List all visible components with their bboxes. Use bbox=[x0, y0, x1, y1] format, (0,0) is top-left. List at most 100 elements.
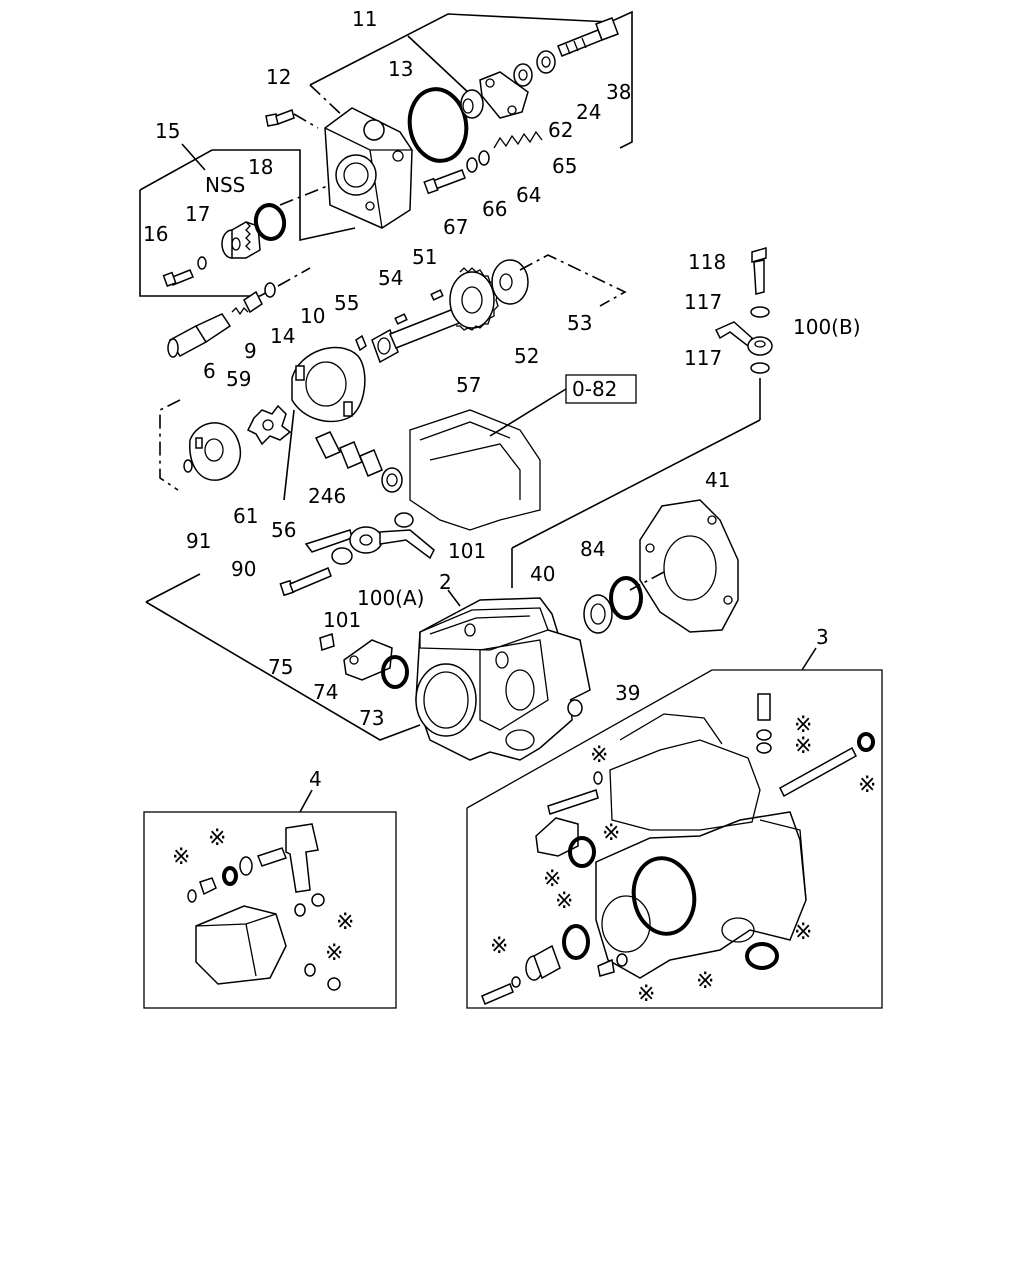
kit4-housing bbox=[195, 823, 319, 985]
callout-6: 6 bbox=[203, 359, 216, 383]
callouts: 11 12 13 15 16 17 NSS 18 38 24 62 65 64 … bbox=[143, 7, 861, 791]
shaft-parts bbox=[167, 254, 627, 364]
vane-pump-parts bbox=[159, 346, 403, 501]
callout-24: 24 bbox=[576, 100, 601, 124]
callout-117a: 117 bbox=[684, 290, 722, 314]
callout-117b: 117 bbox=[684, 346, 722, 370]
kit-marker: ※ bbox=[336, 910, 354, 935]
drive-shaft-57 bbox=[371, 307, 463, 364]
key-54 bbox=[394, 313, 408, 325]
washer-17 bbox=[197, 256, 207, 270]
callout-51: 51 bbox=[412, 245, 437, 269]
washer-117-top bbox=[750, 306, 770, 318]
callout-65: 65 bbox=[552, 154, 577, 178]
valve-14 bbox=[243, 290, 263, 314]
washer-101-upper bbox=[394, 512, 414, 528]
spring-9 bbox=[231, 306, 249, 316]
kit3-fitting bbox=[525, 944, 561, 981]
bushing-11 bbox=[460, 89, 484, 119]
reference-pump-outline bbox=[409, 409, 541, 531]
callout-nss: NSS bbox=[205, 173, 245, 197]
callout-66: 66 bbox=[482, 197, 507, 221]
callout-100a: 100(A) bbox=[357, 586, 424, 610]
nss-fitting bbox=[221, 221, 261, 259]
kit-marker: ※ bbox=[794, 734, 812, 759]
callout-15: 15 bbox=[155, 119, 180, 143]
callout-4: 4 bbox=[309, 767, 322, 791]
callout-100b: 100(B) bbox=[793, 315, 861, 339]
kit-marker: ※ bbox=[794, 713, 812, 738]
kit-marker: ※ bbox=[794, 920, 812, 945]
callout-16: 16 bbox=[143, 222, 168, 246]
kit-marker: ※ bbox=[590, 743, 608, 768]
callout-13: 13 bbox=[388, 57, 413, 81]
callout-10: 10 bbox=[300, 304, 325, 328]
washer-117-bottom bbox=[750, 362, 770, 374]
clip-55 bbox=[355, 334, 367, 352]
washer-66 bbox=[466, 157, 478, 173]
callout-56: 56 bbox=[271, 518, 296, 542]
o-ring-91 bbox=[183, 459, 193, 473]
kit-marker: ※ bbox=[555, 889, 573, 914]
cam-ring-56 bbox=[291, 346, 366, 423]
washer-24 bbox=[513, 63, 533, 87]
bolt-75 bbox=[319, 633, 335, 651]
plug-39 bbox=[567, 699, 583, 717]
o-ring-18 bbox=[253, 203, 287, 241]
callout-55: 55 bbox=[334, 291, 359, 315]
kit-marker: ※ bbox=[208, 826, 226, 851]
kit-marker: ※ bbox=[858, 773, 876, 798]
callout-9: 9 bbox=[244, 339, 257, 363]
banjo-100b bbox=[714, 321, 773, 356]
callout-3: 3 bbox=[816, 625, 829, 649]
callout-73: 73 bbox=[359, 706, 384, 730]
washer-10 bbox=[264, 282, 276, 298]
callout-54: 54 bbox=[378, 266, 403, 290]
callout-41: 41 bbox=[705, 468, 730, 492]
end-plate-61 bbox=[189, 422, 241, 481]
cover-assembly-11 bbox=[265, 10, 633, 229]
callout-52: 52 bbox=[514, 344, 539, 368]
o-ring-13 bbox=[407, 87, 469, 163]
callout-12: 12 bbox=[266, 65, 291, 89]
pump-body-2 bbox=[145, 499, 739, 761]
callout-101b: 101 bbox=[323, 608, 361, 632]
kit4-oring bbox=[222, 866, 238, 886]
kit-marker: ※ bbox=[602, 821, 620, 846]
kit-marker: ※ bbox=[637, 982, 655, 1007]
callout-101a: 101 bbox=[448, 539, 486, 563]
washer-38 bbox=[536, 50, 556, 74]
bolt-118 bbox=[751, 247, 767, 295]
o-ring-73 bbox=[381, 655, 409, 689]
kit-marker: ※ bbox=[696, 969, 714, 994]
callout-61: 61 bbox=[233, 504, 258, 528]
kit-markers: ※ ※ ※ ※ ※ ※ ※ ※ ※ ※ ※ ※ ※ ※ ※ bbox=[172, 713, 876, 1007]
callout-38: 38 bbox=[606, 80, 631, 104]
callout-90: 90 bbox=[231, 557, 256, 581]
plate-74 bbox=[343, 639, 393, 681]
callout-246: 246 bbox=[308, 484, 346, 508]
gear-52 bbox=[449, 267, 499, 331]
callout-57: 57 bbox=[456, 373, 481, 397]
fitting-6 bbox=[167, 313, 232, 358]
kit-box-4 bbox=[143, 789, 397, 1009]
callout-2: 2 bbox=[439, 570, 452, 594]
callout-118: 118 bbox=[688, 250, 726, 274]
callout-40: 40 bbox=[530, 562, 555, 586]
callout-67: 67 bbox=[443, 215, 468, 239]
callout-17: 17 bbox=[185, 202, 210, 226]
banjo-100a bbox=[304, 526, 435, 560]
callout-53: 53 bbox=[567, 311, 592, 335]
callout-11: 11 bbox=[352, 7, 377, 31]
key-51 bbox=[430, 289, 444, 301]
callout-59: 59 bbox=[226, 367, 251, 391]
rotor-59 bbox=[246, 404, 292, 446]
callout-64: 64 bbox=[516, 183, 541, 207]
washer-101-lower bbox=[331, 547, 353, 565]
kit-marker: ※ bbox=[490, 934, 508, 959]
kit-marker: ※ bbox=[325, 941, 343, 966]
callout-91: 91 bbox=[186, 529, 211, 553]
callout-39: 39 bbox=[615, 681, 640, 705]
kit-marker: ※ bbox=[172, 845, 190, 870]
callout-84: 84 bbox=[580, 537, 605, 561]
